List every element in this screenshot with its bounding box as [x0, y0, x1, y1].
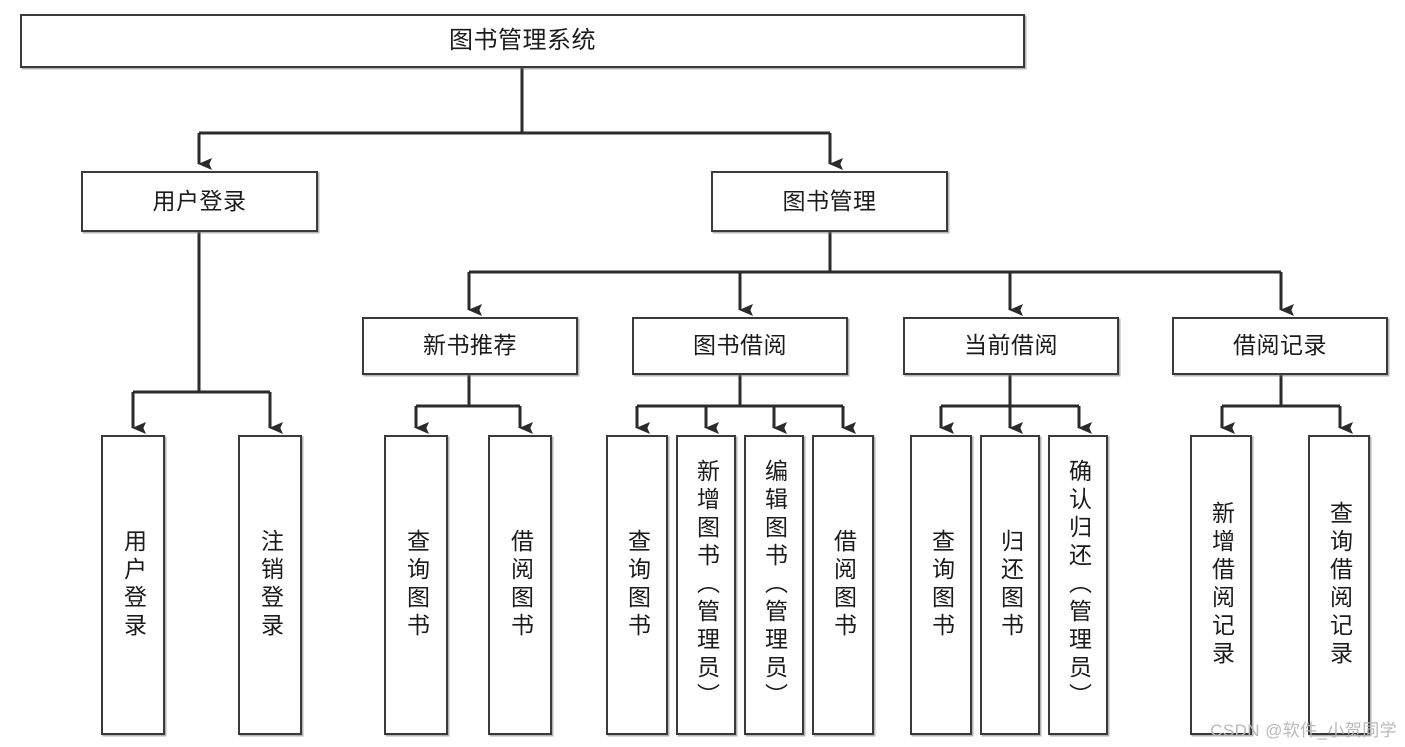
node-new-book-recommendation[interactable]: 新书推荐: [362, 317, 578, 375]
node-label: 图书借阅: [693, 332, 787, 359]
node-label: 注销登录: [257, 529, 284, 641]
node-leaf-user-login[interactable]: 用户登录: [101, 435, 165, 735]
node-label: 图书管理: [782, 187, 877, 214]
node-label: 编辑图书（管理员）: [761, 459, 788, 711]
node-label: 用户登录: [152, 187, 247, 214]
node-leaf-confirm-return-admin[interactable]: 确认归还（管理员）: [1048, 435, 1108, 735]
node-leaf-query-borrow-record[interactable]: 查询借阅记录: [1308, 435, 1370, 735]
node-leaf-edit-book-admin[interactable]: 编辑图书（管理员）: [744, 435, 804, 735]
node-root-book-management-system[interactable]: 图书管理系统: [20, 14, 1025, 68]
node-label: 当前借阅: [964, 332, 1058, 359]
node-label: 借阅图书: [507, 529, 534, 641]
node-label: 归还图书: [997, 529, 1024, 641]
node-label: 查询图书: [928, 529, 955, 641]
node-borrowing-record[interactable]: 借阅记录: [1172, 317, 1388, 375]
node-label: 确认归还（管理员）: [1065, 459, 1092, 711]
node-label: 用户登录: [120, 529, 147, 641]
csdn-watermark: CSDN @软件_小贺同学: [1210, 721, 1397, 740]
node-leaf-add-borrow-record[interactable]: 新增借阅记录: [1190, 435, 1252, 735]
node-book-management[interactable]: 图书管理: [711, 171, 948, 232]
node-label: 查询图书: [624, 529, 651, 641]
node-label: 借阅记录: [1233, 332, 1327, 359]
node-book-borrowing[interactable]: 图书借阅: [632, 317, 848, 375]
node-label: 借阅图书: [830, 529, 857, 641]
node-user-login[interactable]: 用户登录: [81, 171, 318, 232]
node-label: 查询借阅记录: [1326, 501, 1353, 669]
node-current-borrowing[interactable]: 当前借阅: [903, 317, 1119, 375]
node-leaf-borrow-book-borrow[interactable]: 借阅图书: [812, 435, 874, 735]
node-label: 新书推荐: [423, 332, 517, 359]
node-leaf-query-book-current[interactable]: 查询图书: [910, 435, 972, 735]
node-leaf-borrow-book-new[interactable]: 借阅图书: [488, 435, 552, 735]
node-label: 图书管理系统: [449, 26, 596, 54]
node-label: 新增图书（管理员）: [693, 459, 720, 711]
node-leaf-query-book-new[interactable]: 查询图书: [384, 435, 448, 735]
node-leaf-logout[interactable]: 注销登录: [238, 435, 302, 735]
node-label: 新增借阅记录: [1208, 501, 1235, 669]
node-leaf-return-book[interactable]: 归还图书: [980, 435, 1040, 735]
node-leaf-query-book-borrow[interactable]: 查询图书: [606, 435, 668, 735]
node-leaf-add-book-admin[interactable]: 新增图书（管理员）: [676, 435, 736, 735]
node-label: 查询图书: [403, 529, 430, 641]
